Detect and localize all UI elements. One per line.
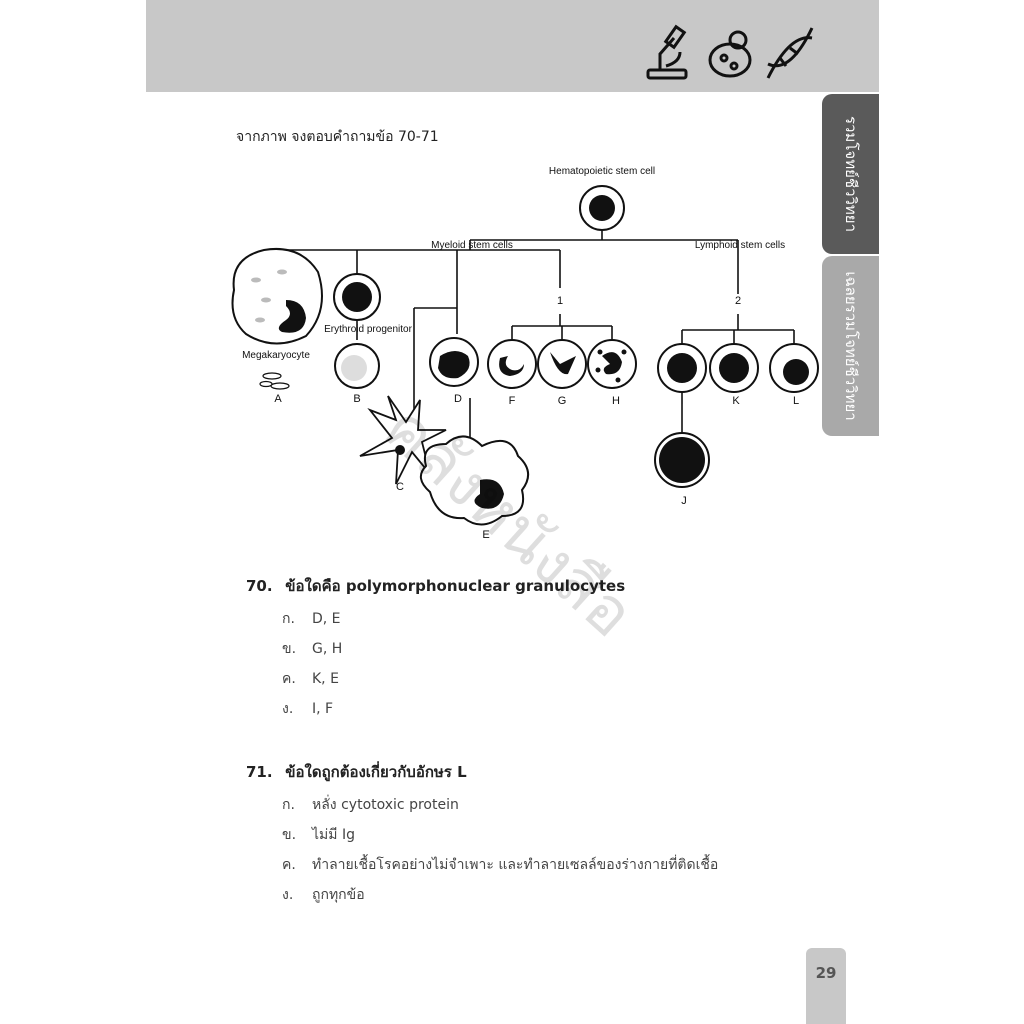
q71-option-b-text: ไม่มี Ig [312, 827, 355, 843]
question-71: 71. ข้อใดถูกต้องเกี่ยวกับอักษร L [246, 760, 467, 784]
label-j: J [681, 495, 687, 507]
neutrophil-cell [487, 339, 537, 389]
q71-option-c-letter: ค. [282, 857, 296, 873]
label-c: C [396, 481, 404, 493]
q70-option-b-letter: ข. [282, 641, 297, 657]
label-l: L [793, 395, 799, 407]
microscope-icon [646, 24, 688, 80]
question-71-number: 71. [246, 763, 273, 781]
q70-option-c-text: K, E [312, 671, 339, 687]
label-n2: 2 [735, 295, 741, 307]
label-n1: 1 [557, 295, 563, 307]
label-lymphoid: Lymphoid stem cells [695, 240, 785, 251]
macrophage-cell [419, 435, 529, 526]
label-b: B [353, 393, 360, 405]
label-f: F [509, 395, 516, 407]
q70-option-c-letter: ค. [282, 671, 296, 687]
label-a: A [274, 393, 282, 405]
label-i: I [680, 395, 683, 407]
label-erythroid: Erythroid progenitor [324, 324, 412, 335]
platelets [259, 372, 290, 390]
q70-option-b[interactable]: ข. G, H [282, 638, 342, 660]
q71-option-d-letter: ง. [282, 887, 294, 903]
header-band [146, 0, 879, 92]
question-70: 70. ข้อใดคือ polymorphonuclear granulocy… [246, 574, 625, 598]
q70-option-d-text: I, F [312, 701, 334, 717]
label-stem-cell: Hematopoietic stem cell [549, 166, 655, 177]
side-tab-practice-label: รวมโจทย์ชีววิทยา [841, 115, 860, 233]
label-myeloid: Myeloid stem cells [431, 240, 513, 251]
dna-icon [766, 27, 814, 79]
q70-option-b-text: G, H [312, 641, 343, 657]
side-tab-practice[interactable]: รวมโจทย์ชีววิทยา [822, 94, 879, 254]
q71-option-a[interactable]: ก. หลั่ง cytotoxic protein [282, 794, 459, 816]
label-h: H [612, 395, 620, 407]
q70-option-d[interactable]: ง. I, F [282, 698, 333, 720]
label-megakaryocyte: Megakaryocyte [242, 350, 310, 361]
q71-option-c[interactable]: ค. ทำลายเชื้อโรคอย่างไม่จำเพาะ และทำลายเซ… [282, 854, 718, 876]
header-icons [646, 24, 814, 80]
question-70-number: 70. [246, 577, 273, 595]
q70-option-a-letter: ก. [282, 611, 295, 627]
q71-option-a-text: หลั่ง cytotoxic protein [312, 797, 459, 813]
q71-option-d-text: ถูกทุกข้อ [312, 887, 365, 903]
megakaryocyte-cell [231, 248, 323, 345]
page-number-tab: 29 [806, 948, 846, 1024]
q71-option-a-letter: ก. [282, 797, 295, 813]
q70-option-a-text: D, E [312, 611, 341, 627]
label-e: E [482, 529, 489, 541]
q70-option-a[interactable]: ก. D, E [282, 608, 341, 630]
hematopoiesis-diagram: Hematopoietic stem cell Myeloid stem cel… [231, 166, 819, 541]
q70-option-d-letter: ง. [282, 701, 294, 717]
bacteria-icon [708, 30, 752, 78]
side-tab-answers[interactable]: เฉลยรวมโจทย์ชีววิทยา [822, 256, 879, 436]
q70-option-c[interactable]: ค. K, E [282, 668, 339, 690]
side-tab-answers-label: เฉลยรวมโจทย์ชีววิทยา [841, 271, 860, 421]
q71-option-c-text: ทำลายเชื้อโรคอย่างไม่จำเพาะ และทำลายเซลล… [312, 857, 719, 873]
page-number: 29 [815, 964, 837, 982]
label-g: G [558, 395, 567, 407]
intro-text: จากภาพ จงตอบคำถามข้อ 70-71 [236, 129, 439, 145]
q71-option-b-letter: ข. [282, 827, 297, 843]
q71-option-d[interactable]: ง. ถูกทุกข้อ [282, 884, 365, 906]
label-k: K [732, 395, 740, 407]
question-71-text: ข้อใดถูกต้องเกี่ยวกับอักษร L [285, 763, 467, 781]
label-d: D [454, 393, 462, 405]
question-70-text: ข้อใดคือ polymorphonuclear granulocytes [285, 577, 626, 595]
q71-option-b[interactable]: ข. ไม่มี Ig [282, 824, 355, 846]
